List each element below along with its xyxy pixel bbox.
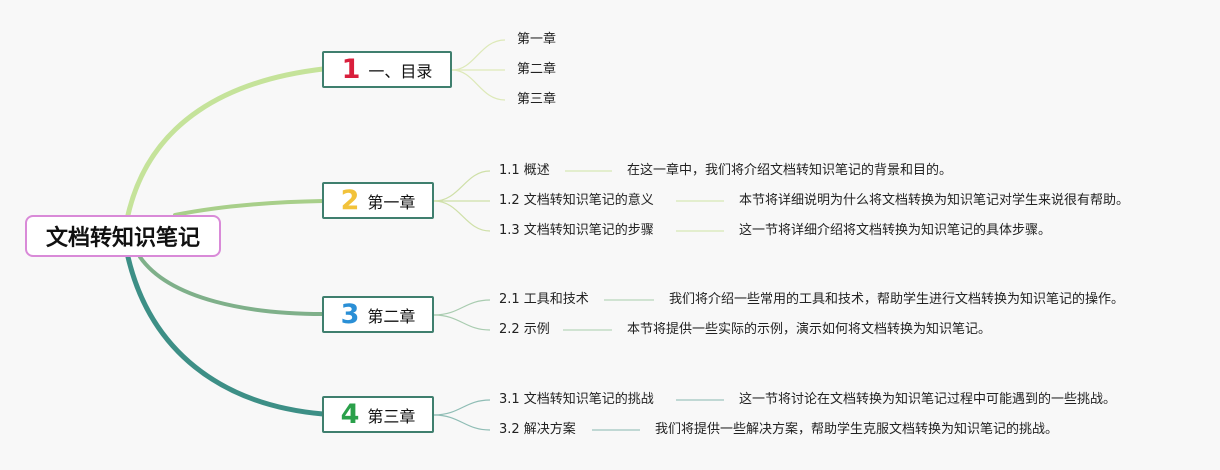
connector-branch-2 [173, 199, 325, 217]
connector-4-2 [433, 414, 491, 431]
number-3-icon: 3 [340, 299, 360, 330]
branch-4-label: 第三章 [367, 406, 416, 426]
detail-2-1: 我们将介绍一些常用的工具和技术，帮助学生进行文档转换为知识笔记的操作。 [669, 292, 1125, 307]
subtopic-2-2[interactable]: 2.2 示例 [499, 322, 550, 337]
toc-item-1[interactable]: 第一章 [517, 32, 557, 47]
number-2-icon: 2 [340, 185, 360, 216]
detail-3-1: 这一节将讨论在文档转换为知识笔记过程中可能遇到的一些挑战。 [739, 392, 1117, 407]
detail-3-2: 我们将提供一些解决方案，帮助学生克服文档转换为知识笔记的挑战。 [655, 422, 1059, 437]
root-node[interactable]: 文档转知识笔记 [25, 215, 221, 257]
root-title: 文档转知识笔记 [45, 226, 200, 251]
branch-node-1[interactable]: 1 一、目录 [322, 51, 452, 88]
connector-3-2 [433, 314, 491, 331]
detail-1-1: 在这一章中，我们将介绍文档转知识笔记的背景和目的。 [627, 163, 953, 178]
detail-1-3: 这一节将详细介绍将文档转换为知识笔记的具体步骤。 [739, 223, 1052, 238]
connector-3-1 [433, 299, 491, 316]
connector-branch-1 [125, 66, 326, 218]
connector-branch-4 [125, 254, 326, 417]
connector-2-1 [433, 170, 491, 202]
subtopic-3-2[interactable]: 3.2 解决方案 [499, 422, 576, 437]
subtopic-1-2[interactable]: 1.2 文档转知识笔记的意义 [499, 193, 654, 208]
subtopic-1-1[interactable]: 1.1 概述 [499, 163, 550, 178]
subtopic-1-3[interactable]: 1.3 文档转知识笔记的步骤 [499, 223, 654, 238]
number-1-icon: 1 [341, 54, 361, 85]
toc-item-3[interactable]: 第三章 [517, 92, 557, 107]
toc-item-2[interactable]: 第二章 [517, 62, 557, 77]
detail-2-2: 本节将提供一些实际的示例，演示如何将文档转换为知识笔记。 [627, 322, 992, 337]
branch-node-4[interactable]: 4 第三章 [322, 396, 434, 433]
branch-node-2[interactable]: 2 第一章 [322, 182, 434, 219]
branch-2-label: 第一章 [367, 192, 416, 212]
connector-1-3 [451, 69, 506, 101]
connector-branch-3 [138, 255, 325, 316]
branch-1-label: 一、目录 [368, 61, 433, 81]
connector-1-1 [451, 39, 506, 71]
subtopic-3-1[interactable]: 3.1 文档转知识笔记的挑战 [499, 392, 654, 407]
branch-3-label: 第二章 [367, 306, 416, 326]
subtopic-2-1[interactable]: 2.1 工具和技术 [499, 292, 589, 307]
detail-1-2: 本节将详细说明为什么将文档转换为知识笔记对学生来说很有帮助。 [739, 193, 1130, 208]
number-4-icon: 4 [340, 399, 360, 430]
connector-4-1 [433, 399, 491, 416]
branch-node-3[interactable]: 3 第二章 [322, 296, 434, 333]
connector-2-3 [433, 200, 491, 232]
